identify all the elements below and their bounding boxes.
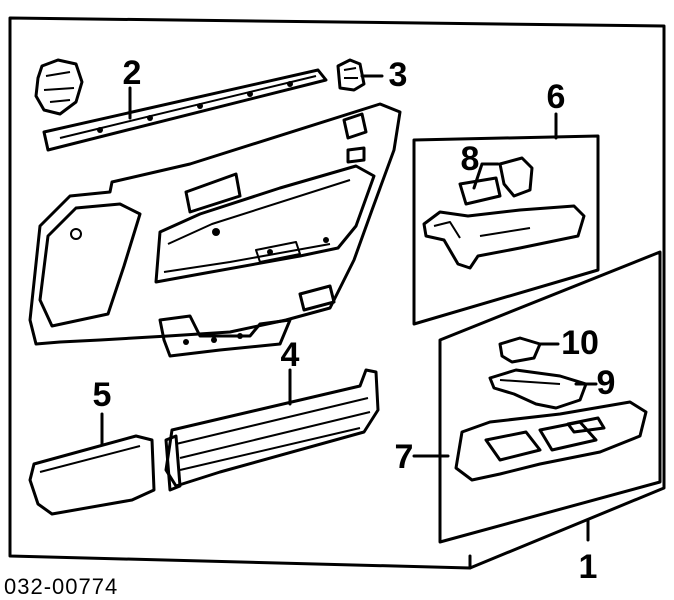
main-frame [8,16,666,570]
part-10-cap [498,336,542,364]
leader-lines [100,74,598,542]
part-9-bezel [488,368,588,410]
part-3-clip [336,58,366,92]
part-6-handle [422,204,586,270]
callout-9: 9 [597,364,616,402]
part-2-strip [34,58,328,152]
door-trim-panel [28,102,402,358]
subframe-6 [412,134,600,326]
callout-6: 6 [547,78,566,116]
callout-2: 2 [123,54,142,92]
callout-8: 8 [461,140,480,178]
callout-7: 7 [395,438,414,476]
callout-5: 5 [93,376,112,414]
part-7-switch-panel [454,400,648,482]
part-5-pocket [28,434,156,516]
part-8-bracket [458,156,534,206]
part-4-armrest [164,368,380,492]
reference-code: 032-00774 [4,574,118,599]
callout-3: 3 [389,56,408,94]
callout-1: 1 [579,548,598,586]
subframe-1 [438,250,662,544]
callout-10: 10 [561,324,599,362]
callout-4: 4 [281,336,300,374]
